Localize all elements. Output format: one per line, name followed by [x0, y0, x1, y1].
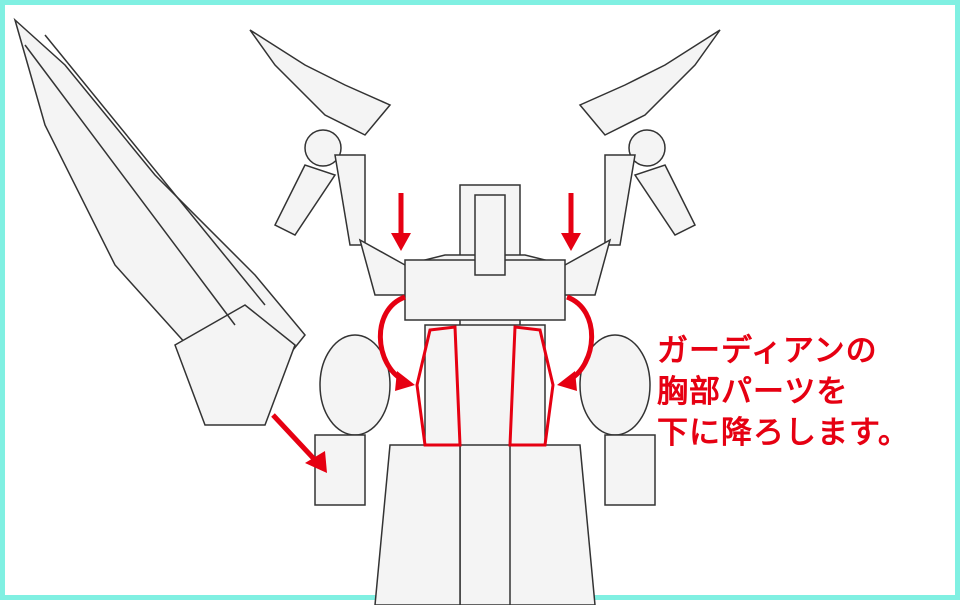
- instruction-line: ガーディアンの: [657, 333, 878, 369]
- right-wing-part: [578, 29, 721, 246]
- instruction-line: 胸部パーツを: [657, 374, 849, 410]
- chest-part-highlight: [415, 325, 555, 447]
- robot-body: [314, 184, 656, 605]
- instruction-text: ガーディアンの 胸部パーツを 下に降ろします。: [657, 331, 910, 454]
- down-arrow-left-icon: [391, 193, 411, 251]
- instruction-line: 下に降ろします。: [657, 415, 910, 451]
- robot-illustration: [13, 17, 721, 605]
- left-wing-part: [249, 29, 392, 246]
- rotate-arrow-right-icon: [557, 294, 595, 391]
- sword-arrow-icon: [271, 413, 327, 473]
- sword-part: [13, 17, 306, 426]
- rotate-arrow-left-icon: [377, 294, 415, 391]
- down-arrow-right-icon: [561, 193, 581, 251]
